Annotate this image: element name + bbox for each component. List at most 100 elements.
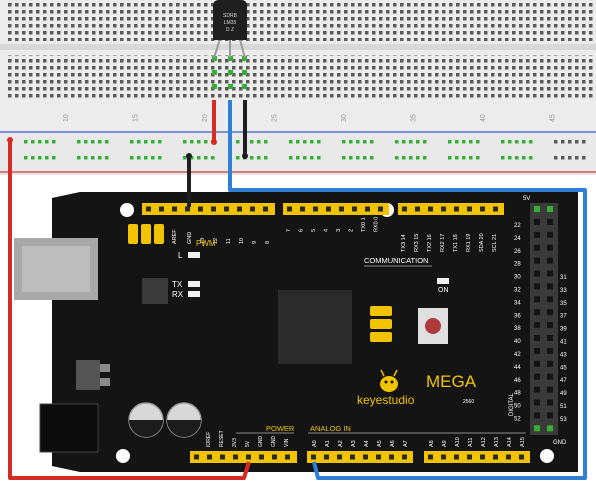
rail-hole — [342, 140, 346, 144]
rail-hole — [91, 156, 95, 160]
microcontroller — [278, 290, 352, 364]
pin-label: 5 — [311, 229, 317, 232]
rail-hole — [303, 156, 307, 160]
header-hole — [185, 206, 190, 212]
header-hole — [428, 454, 433, 460]
small-chip — [142, 278, 168, 304]
rail-hole — [317, 140, 321, 144]
header-hole — [259, 454, 264, 460]
digital-pin-label: 45 — [560, 365, 567, 371]
rail-hole — [197, 156, 201, 160]
wires — [7, 100, 587, 480]
pin-label: A1 — [325, 440, 331, 447]
rail-hole — [522, 156, 526, 160]
pin-label: 6 — [299, 229, 305, 232]
header-hole — [339, 206, 344, 212]
rail-hole — [236, 140, 240, 144]
pin-label: 7 — [286, 229, 292, 232]
rail-hole — [582, 140, 586, 144]
digital-pin-label: 33 — [560, 288, 567, 294]
rail-hole — [84, 156, 88, 160]
reset-button-cap[interactable] — [425, 318, 441, 334]
rail-hole — [515, 156, 519, 160]
rail-hole — [529, 140, 533, 144]
rail-hole — [24, 140, 28, 144]
pin-label: A3 — [351, 440, 357, 447]
digital-hole — [534, 360, 540, 367]
header-hole — [326, 206, 331, 212]
header-hole — [493, 454, 498, 460]
digital-hole — [547, 360, 553, 367]
rail-hole — [98, 140, 102, 144]
digital-hole — [534, 309, 540, 316]
header-hole — [350, 454, 355, 460]
rail-hole — [130, 156, 134, 160]
pin-label: TX2 16 — [427, 234, 433, 252]
digital-pin-label: 34 — [514, 300, 521, 306]
column-label: 30 — [341, 114, 348, 122]
digital-label: DIGITAL — [509, 392, 515, 416]
header-hole — [146, 206, 151, 212]
pin-label: 9 — [252, 241, 258, 244]
dc-jack — [39, 403, 99, 453]
header-hole — [376, 454, 381, 460]
rail-hole — [144, 156, 148, 160]
wire-red — [8, 140, 251, 480]
rail-hole — [349, 156, 353, 160]
rail-hole — [469, 156, 473, 160]
rail-hole — [402, 140, 406, 144]
rail-hole — [522, 140, 526, 144]
header-hole — [287, 206, 292, 212]
digital-pin-label: 52 — [514, 417, 521, 423]
sensor-marking-3: D Z — [226, 27, 234, 33]
led-tx-label: TX — [172, 280, 183, 289]
digital-pin-label: 39 — [560, 327, 567, 333]
rail-hole — [158, 156, 162, 160]
power-label: POWER — [266, 424, 295, 433]
wire-blue — [228, 100, 587, 480]
rail-hole — [363, 140, 367, 144]
rail-hole — [105, 156, 109, 160]
rail-hole — [409, 156, 413, 160]
rail-hole — [257, 156, 261, 160]
pin-label: AREF — [172, 229, 178, 244]
header-hole — [378, 206, 383, 212]
header-hole — [300, 206, 305, 212]
digital-pin-label: 37 — [560, 314, 567, 320]
pin-label: 5V — [245, 440, 251, 447]
rail-hole — [554, 140, 558, 144]
rail-hole — [356, 156, 360, 160]
header-hole — [313, 206, 318, 212]
rail-hole — [45, 156, 49, 160]
pin-label: GND — [187, 232, 193, 244]
rail-hole — [310, 140, 314, 144]
digital-hole — [547, 335, 553, 341]
digital-hole — [534, 399, 540, 406]
pin-label: 3V3 — [232, 438, 238, 447]
pin-label: 12 — [213, 238, 219, 244]
sensor-marking-1: SDRB — [223, 13, 238, 19]
pin-label: A7 — [403, 440, 409, 447]
header-hole — [402, 454, 407, 460]
pin-label: GND — [271, 436, 277, 448]
rail-hole — [236, 156, 240, 160]
header-hole — [402, 206, 407, 212]
sensor-body — [213, 0, 247, 40]
rail-hole — [416, 156, 420, 160]
gnd-label: GND — [553, 440, 567, 446]
rail-hole — [31, 140, 35, 144]
pin-label: TX1 18 — [453, 234, 459, 252]
rail-hole — [84, 140, 88, 144]
sensor-column-highlights — [212, 56, 247, 89]
pin-label: A13 — [494, 437, 500, 447]
digital-hole — [534, 244, 540, 251]
rail-hole — [52, 156, 56, 160]
rail-hole — [575, 140, 579, 144]
column-label: 40 — [480, 114, 487, 122]
pin-label: A14 — [507, 437, 513, 447]
column-label: 20 — [202, 114, 209, 122]
header-hole — [233, 454, 238, 460]
rail-hole — [476, 156, 480, 160]
